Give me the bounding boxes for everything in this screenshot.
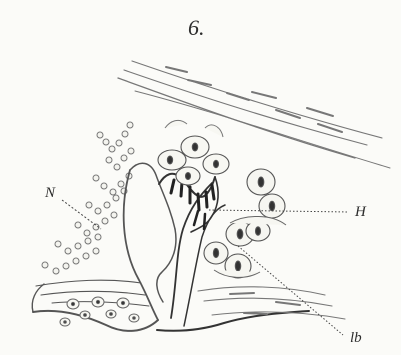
central-folded-structure [157,174,309,331]
figure-number: 6. [188,15,205,40]
label-h: H [354,204,367,220]
label-n: N [44,185,56,201]
right-cell-group [204,169,286,278]
label-lb: lb [350,330,362,346]
upper-fiber-band [118,61,390,168]
left-nerve-granule-cluster [42,122,134,274]
